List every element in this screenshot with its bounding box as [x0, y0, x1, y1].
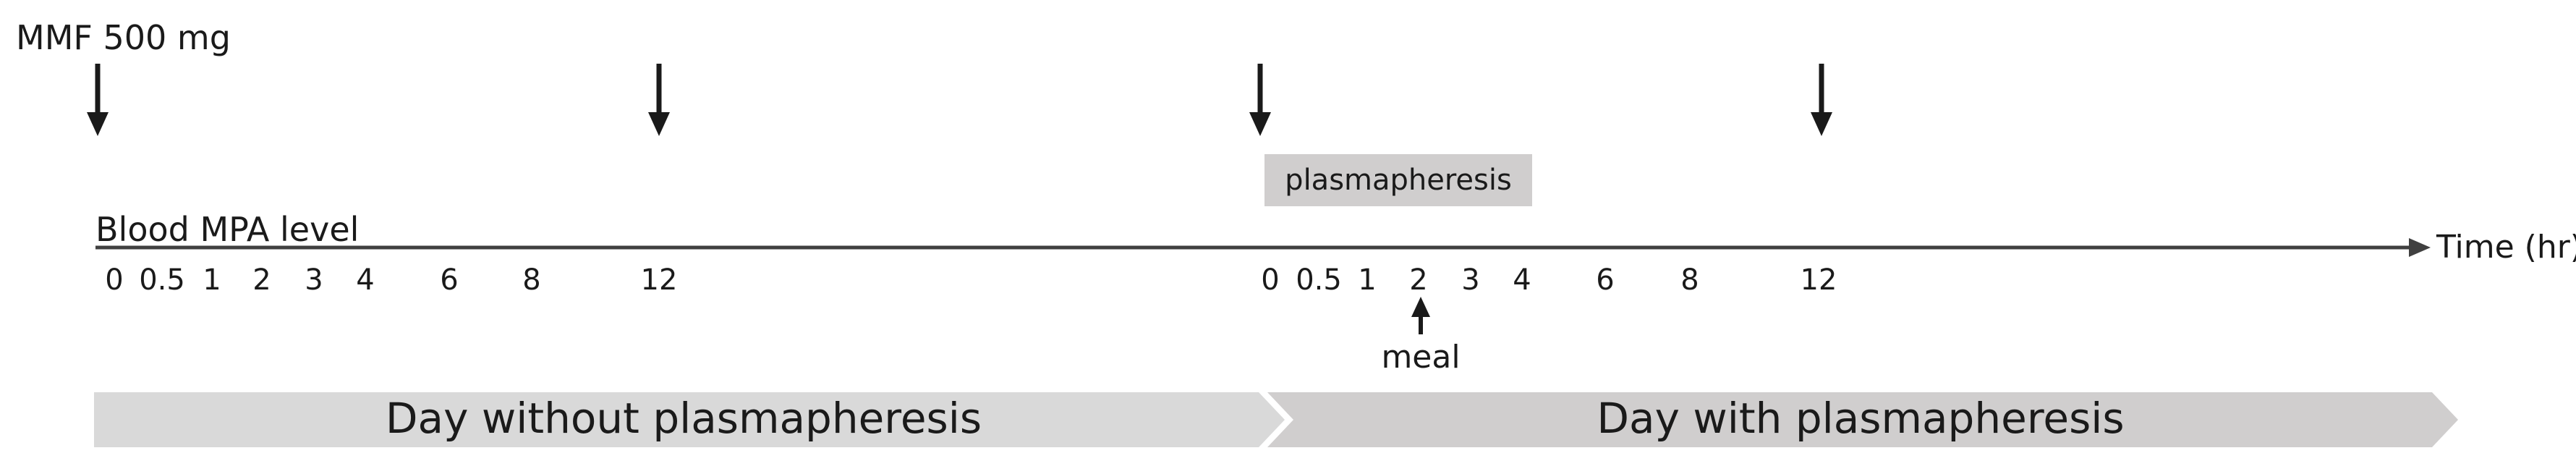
dose-arrow-icon-3 [1249, 64, 1271, 136]
day2-tick-2: 2 [1409, 263, 1427, 297]
day1-tick-1: 1 [203, 263, 221, 297]
time-axis [95, 238, 2431, 257]
day2-tick-12: 12 [1801, 263, 1837, 297]
day1-tick-2: 2 [252, 263, 271, 297]
up-arrow-icon [1411, 297, 1430, 334]
day1-tick-6: 6 [440, 263, 458, 297]
meal-marker: meal [1381, 297, 1461, 376]
dose-arrow-icon-4 [1811, 64, 1832, 136]
dose-label: MMF 500 mg [16, 18, 231, 57]
plasmapheresis-box: plasmapheresis [1264, 154, 1532, 206]
day1-tick-0-5: 0.5 [139, 263, 185, 297]
time-axis-label: Time (hr) [2436, 229, 2576, 266]
day1-tick-3: 3 [305, 263, 323, 297]
day2-tick-0-5: 0.5 [1296, 263, 1342, 297]
blood-mpa-label: Blood MPA level [95, 210, 359, 249]
day1-tick-8: 8 [522, 263, 540, 297]
phase-bars: Day without plasmapheresis Day with plas… [94, 392, 2458, 447]
day2-tick-0: 0 [1261, 263, 1279, 297]
arrowhead-icon [2409, 238, 2431, 257]
day2-tick-1: 1 [1358, 263, 1376, 297]
plasmapheresis-box-label: plasmapheresis [1285, 164, 1512, 197]
day1-tick-4: 4 [356, 263, 374, 297]
day2-tick-labels: 0 0.5 1 2 3 4 6 8 12 [1261, 263, 1837, 297]
phase-bar-with-plasmapheresis [1267, 392, 2458, 447]
dose-arrow-icon-2 [648, 64, 670, 136]
day1-tick-labels: 0 0.5 1 2 3 4 6 8 12 [105, 263, 677, 297]
dose-arrow-icon-1 [87, 64, 109, 136]
day2-tick-4: 4 [1513, 263, 1531, 297]
phase-label-without-plasmapheresis: Day without plasmapheresis [386, 394, 982, 443]
dose-arrows [87, 64, 1832, 136]
day1-tick-0: 0 [105, 263, 123, 297]
day2-tick-6: 6 [1596, 263, 1614, 297]
day1-tick-12: 12 [641, 263, 678, 297]
day2-tick-3: 3 [1461, 263, 1479, 297]
phase-label-with-plasmapheresis: Day with plasmapheresis [1597, 394, 2124, 443]
day2-tick-8: 8 [1680, 263, 1699, 297]
meal-label: meal [1381, 339, 1460, 376]
phase-bar-without-plasmapheresis [94, 392, 1285, 447]
